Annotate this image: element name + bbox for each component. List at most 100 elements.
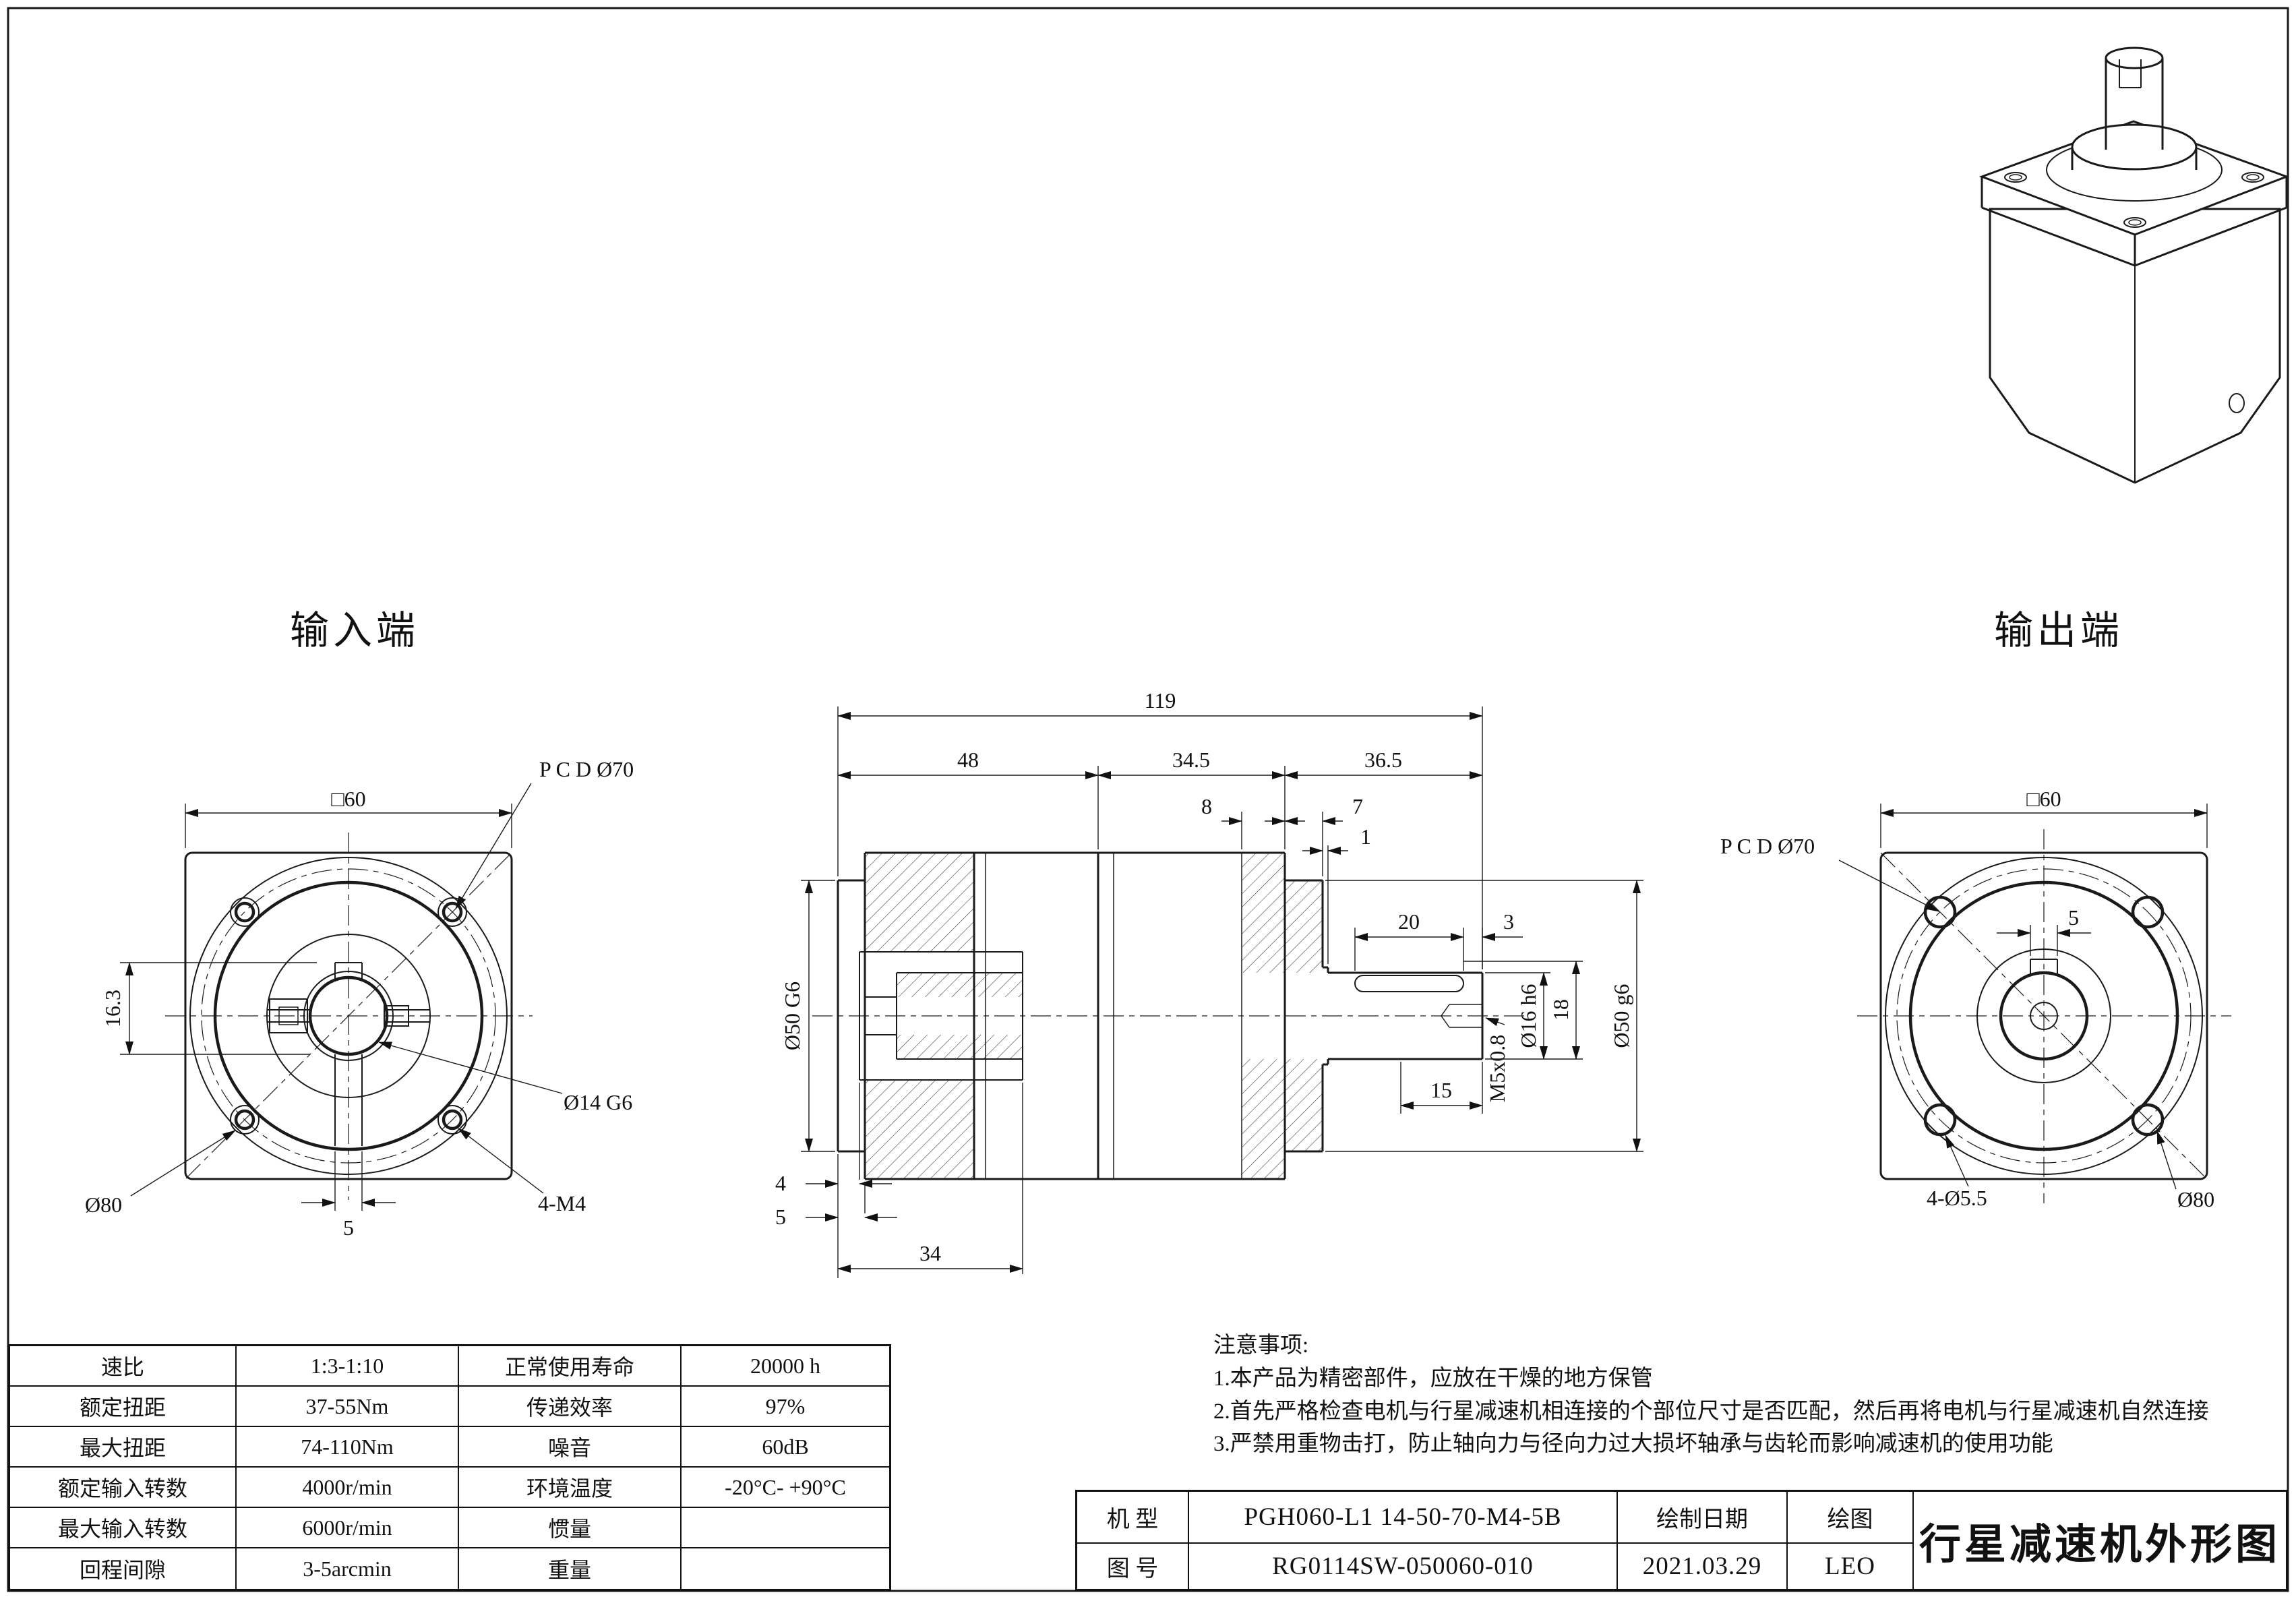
- svg-text:4-Ø5.5: 4-Ø5.5: [1927, 1186, 1987, 1210]
- section-hatch: [865, 853, 1323, 1179]
- drawing-title: 行星减速机外形图: [1912, 1492, 2286, 1589]
- notes-heading: 注意事项:: [1213, 1333, 1309, 1358]
- spec-label: 回程间隙: [10, 1548, 237, 1589]
- dim-20: 20: [1354, 909, 1464, 971]
- spec-label: 噪音: [459, 1427, 682, 1468]
- dim-5-section: 5: [775, 1182, 897, 1229]
- svg-text:4-M4: 4-M4: [538, 1191, 586, 1215]
- front-centerlines: [165, 833, 533, 1200]
- rear-centerlines: [1857, 829, 2231, 1203]
- shaft-top: [2105, 47, 2164, 69]
- svg-text:16.3: 16.3: [100, 990, 125, 1027]
- svg-text:15: 15: [1430, 1078, 1452, 1102]
- isometric-view: [1978, 47, 2290, 484]
- svg-text:5: 5: [343, 1215, 354, 1240]
- dim-15: 15: [1400, 1062, 1483, 1114]
- front-mounting-holes: [230, 897, 467, 1135]
- dim-119: 119: [837, 688, 1483, 969]
- dim-36-5: 36.5: [1284, 748, 1483, 779]
- spec-value: 3-5arcmin: [237, 1548, 459, 1589]
- spec-label: 传递效率: [459, 1387, 682, 1427]
- section-cavity: [859, 951, 1023, 1081]
- spec-label: 重量: [459, 1548, 682, 1589]
- date-label: 绘制日期: [1617, 1492, 1786, 1542]
- dim-rear-key5: 5: [1997, 905, 2091, 956]
- spec-label: 最大输入转数: [10, 1508, 237, 1548]
- svg-text:Ø16 h6: Ø16 h6: [1516, 984, 1540, 1048]
- spec-label: 速比: [10, 1346, 237, 1387]
- dim-pilot50-out: Ø50 g6: [1325, 880, 1643, 1152]
- rear-view: □60 P C D Ø70 5 4-Ø5.5 Ø80: [1720, 787, 2231, 1211]
- dim-7: 7: [1265, 794, 1363, 876]
- dim-34: 34: [837, 1083, 1023, 1274]
- drawing-no-label: 图 号: [1077, 1542, 1188, 1589]
- drawing-no-value: RG0114SW-050060-010: [1188, 1542, 1617, 1589]
- svg-text:18: 18: [1548, 999, 1573, 1021]
- front-bolt-circle: [201, 868, 496, 1164]
- spec-value: 20000 h: [682, 1346, 889, 1387]
- model-value: PGH060-L1 14-50-70-M4-5B: [1188, 1492, 1617, 1542]
- svg-text:M5x0.8: M5x0.8: [1485, 1035, 1509, 1102]
- dim-front-4m4: 4-M4: [458, 1128, 586, 1215]
- date-value: 2021.03.29: [1617, 1542, 1786, 1589]
- rear-keyway: [2030, 959, 2058, 975]
- dim-front-163: 16.3: [100, 962, 317, 1055]
- spec-value: 74-110Nm: [237, 1427, 459, 1468]
- rear-boss-circle: [1908, 880, 2179, 1151]
- dim-8: 8: [1201, 794, 1305, 849]
- svg-text:7: 7: [1352, 794, 1363, 818]
- svg-text:□60: □60: [2026, 787, 2061, 811]
- drawer-label: 绘图: [1786, 1492, 1912, 1542]
- note-item: 3.严禁用重物击打，防止轴向力与径向力过大损坏轴承与齿轮而影响减速机的使用功能: [1213, 1432, 2053, 1457]
- svg-text:P C D Ø70: P C D Ø70: [539, 757, 634, 781]
- key-slot: [1354, 975, 1464, 992]
- rear-outer-circle: [1885, 857, 2203, 1175]
- svg-text:4: 4: [775, 1171, 786, 1195]
- rear-mounting-holes: [1923, 895, 2165, 1137]
- rear-flange-square: [1879, 851, 2208, 1180]
- dim-m5: M5x0.8: [1485, 1017, 1509, 1102]
- rear-bolt-circle: [1896, 868, 2192, 1164]
- svg-text:20: 20: [1398, 909, 1420, 934]
- output-end-label: 输出端: [1994, 609, 2123, 653]
- dim-front-slit5: 5: [301, 1151, 396, 1240]
- dim-3: 3: [1482, 909, 1523, 969]
- svg-text:36.5: 36.5: [1364, 748, 1402, 772]
- dim-rear-dia80: Ø80: [2156, 1130, 2214, 1211]
- front-flange-square: [184, 851, 513, 1180]
- dim-front-square60: □60: [185, 787, 512, 848]
- svg-text:119: 119: [1145, 688, 1176, 713]
- dim-shaft16: Ø16 h6: [1485, 972, 1550, 1060]
- section-output-shaft: [1285, 879, 1484, 1153]
- front-pilot-circle: [213, 880, 484, 1151]
- input-end-label: 输入端: [290, 609, 419, 653]
- svg-text:5: 5: [775, 1205, 786, 1229]
- dim-rear-4d55: 4-Ø5.5: [1927, 1135, 1987, 1210]
- spec-table: 速比 1:3-1:10 正常使用寿命 20000 h 额定扭距 37-55Nm …: [8, 1344, 891, 1591]
- rear-tap-circle: [2030, 1002, 2058, 1030]
- svg-text:Ø14 G6: Ø14 G6: [564, 1090, 632, 1114]
- dim-front-dia80: Ø80: [85, 1130, 236, 1217]
- spec-value: 6000r/min: [237, 1508, 459, 1548]
- spec-value: [682, 1508, 889, 1548]
- svg-text:5: 5: [2068, 905, 2079, 930]
- svg-text:1: 1: [1360, 824, 1371, 849]
- spec-value: 1:3-1:10: [237, 1346, 459, 1387]
- spec-label: 额定扭距: [10, 1387, 237, 1427]
- svg-text:8: 8: [1201, 794, 1212, 818]
- rear-step-circle: [1976, 948, 2111, 1083]
- spec-label: 环境温度: [459, 1468, 682, 1508]
- dim-front-bore14: Ø14 G6: [378, 1042, 632, 1114]
- note-item: 1.本产品为精密部件，应放在干燥的地方保管: [1213, 1366, 1653, 1391]
- plug-hole: [2229, 393, 2245, 413]
- spec-label: 最大扭距: [10, 1427, 237, 1468]
- svg-text:48: 48: [957, 748, 979, 772]
- spec-value: 4000r/min: [237, 1468, 459, 1508]
- spec-value: 97%: [682, 1387, 889, 1427]
- dim-18: 18: [1463, 961, 1583, 1060]
- drawer-value: LEO: [1786, 1542, 1912, 1589]
- front-collar-circle: [303, 971, 394, 1061]
- front-bore-circle: [308, 975, 389, 1056]
